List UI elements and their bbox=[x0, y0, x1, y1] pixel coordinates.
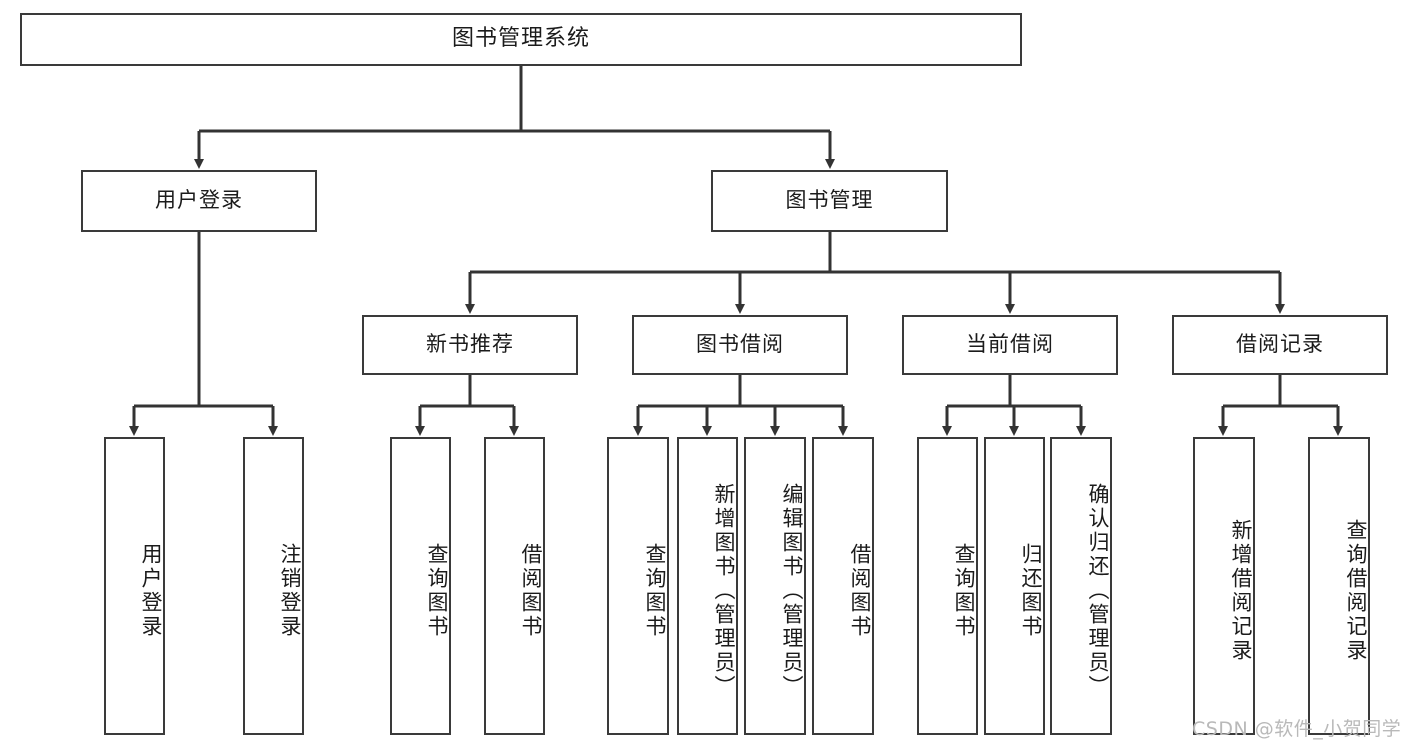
leaf-newbook-borrow-books[interactable]: 借阅图书 bbox=[484, 437, 545, 735]
node-user-login[interactable]: 用户登录 bbox=[81, 170, 317, 232]
node-current-borrowing[interactable]: 当前借阅 bbox=[902, 315, 1118, 375]
node-borrow-records[interactable]: 借阅记录 bbox=[1172, 315, 1388, 375]
leaf-borrow-borrow-books[interactable]: 借阅图书 bbox=[812, 437, 874, 735]
leaf-current-return-books[interactable]: 归还图书 bbox=[984, 437, 1045, 735]
node-label: 归还图书 bbox=[1019, 543, 1043, 639]
node-root-book-management-system[interactable]: 图书管理系统 bbox=[20, 13, 1022, 66]
node-label: 查询图书 bbox=[425, 543, 449, 639]
node-book-management[interactable]: 图书管理 bbox=[711, 170, 948, 232]
node-label: 编辑图书（管理员） bbox=[780, 483, 804, 699]
node-label: 新增图书（管理员） bbox=[712, 483, 736, 699]
node-new-book-recommendation[interactable]: 新书推荐 bbox=[362, 315, 578, 375]
node-label: 查询图书 bbox=[952, 543, 976, 639]
node-label: 借阅图书 bbox=[519, 543, 543, 639]
node-label: 查询借阅记录 bbox=[1344, 519, 1368, 663]
node-label: 当前借阅 bbox=[966, 332, 1054, 357]
node-label: 新增借阅记录 bbox=[1229, 519, 1253, 663]
csdn-watermark: CSDN @软件_小贺同学 bbox=[1192, 718, 1402, 740]
leaf-current-query-books[interactable]: 查询图书 bbox=[917, 437, 978, 735]
leaf-borrow-add-book-admin[interactable]: 新增图书（管理员） bbox=[677, 437, 738, 735]
node-label: 注销登录 bbox=[278, 543, 302, 639]
leaf-logout[interactable]: 注销登录 bbox=[243, 437, 304, 735]
node-label: 图书借阅 bbox=[696, 332, 784, 357]
node-label: 图书管理 bbox=[785, 188, 874, 213]
node-label: 查询图书 bbox=[643, 543, 667, 639]
node-label: 确认归还（管理员） bbox=[1086, 483, 1110, 699]
node-label: 借阅记录 bbox=[1236, 332, 1324, 357]
node-book-borrowing[interactable]: 图书借阅 bbox=[632, 315, 848, 375]
leaf-borrow-query-books[interactable]: 查询图书 bbox=[607, 437, 669, 735]
node-label: 用户登录 bbox=[155, 188, 243, 213]
node-label: 图书管理系统 bbox=[451, 26, 590, 52]
node-label: 借阅图书 bbox=[848, 543, 872, 639]
node-label: 用户登录 bbox=[139, 543, 163, 639]
leaf-records-add-record[interactable]: 新增借阅记录 bbox=[1193, 437, 1255, 735]
leaf-user-login[interactable]: 用户登录 bbox=[104, 437, 165, 735]
leaf-records-query-record[interactable]: 查询借阅记录 bbox=[1308, 437, 1370, 735]
node-label: 新书推荐 bbox=[426, 332, 514, 357]
leaf-borrow-edit-book-admin[interactable]: 编辑图书（管理员） bbox=[744, 437, 806, 735]
leaf-current-confirm-return-admin[interactable]: 确认归还（管理员） bbox=[1050, 437, 1112, 735]
leaf-newbook-query-books[interactable]: 查询图书 bbox=[390, 437, 451, 735]
